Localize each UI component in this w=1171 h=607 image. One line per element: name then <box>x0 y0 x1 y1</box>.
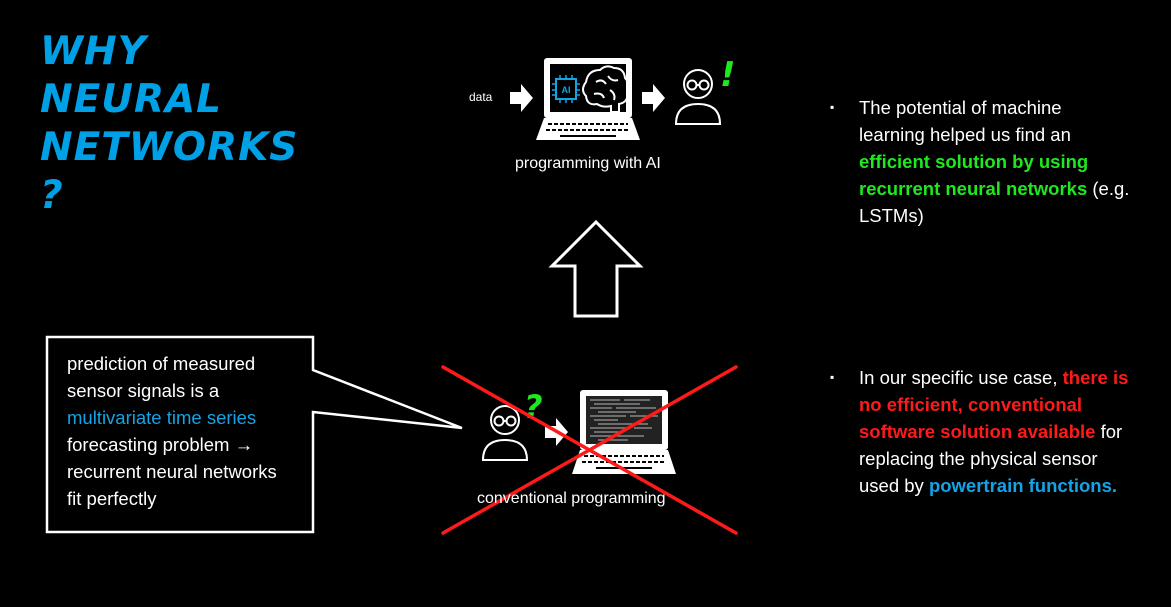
callout-line: fit perfectly <box>67 488 157 509</box>
bullet-text-start: In our specific use case, <box>859 367 1058 388</box>
title-line: NEURAL <box>40 77 223 122</box>
arrow-right-icon <box>642 84 665 112</box>
callout-text: prediction of measured sensor signals is… <box>67 350 317 512</box>
up-arrow-icon <box>548 219 644 318</box>
bullet-highlight: there is no efficient, conventional soft… <box>859 367 1129 442</box>
ai-programming-caption: programming with AI <box>515 155 661 172</box>
callout-line: prediction of measured <box>67 353 256 374</box>
callout-line: forecasting problem → <box>67 434 254 455</box>
bullet-marker: ▪ <box>830 100 835 114</box>
person-with-glasses-icon <box>674 69 722 125</box>
bullet-item: ▪ In our specific use case, there is no … <box>830 364 1130 499</box>
callout-line: recurrent neural networks <box>67 461 277 482</box>
data-input-label: data <box>469 90 493 104</box>
bullet-text-start: The potential of machine learning helped… <box>859 97 1071 145</box>
title-line: WHY <box>40 29 147 74</box>
title-line: NETWORKS <box>40 125 299 170</box>
bullet-highlight-blue: powertrain functions. <box>928 475 1118 496</box>
ai-chip-icon: AI <box>552 75 580 103</box>
person-with-glasses-icon <box>481 405 529 461</box>
brain-icon <box>582 65 630 113</box>
conventional-programming-caption: conventional programming <box>477 490 666 507</box>
title-line: ? <box>40 173 64 218</box>
bullet-highlight: efficient solution by using recurrent ne… <box>859 151 1089 199</box>
bullet-text: In our specific use case, there is no ef… <box>859 364 1130 499</box>
bullet-text-mid: for replacing the physical sensor used b… <box>859 421 1123 496</box>
bullet-text-end: (e.g. LSTMs) <box>859 178 1130 226</box>
callout-line: sensor signals is a <box>67 380 220 401</box>
arrow-right-icon <box>510 84 533 112</box>
chip-label: AI <box>562 85 571 95</box>
callout-highlight: multivariate time series <box>67 407 257 428</box>
laptop-icon <box>536 58 640 140</box>
slide-title: WHY NEURAL NETWORKS ? <box>40 28 298 220</box>
red-cross-icon <box>441 365 738 535</box>
speech-callout <box>45 335 463 534</box>
bullet-text: The potential of machine learning helped… <box>859 94 1130 229</box>
bullet-marker: ▪ <box>830 370 835 384</box>
bullet-item: ▪ The potential of machine learning help… <box>830 94 1130 229</box>
exclamation-mark: ! <box>720 55 736 95</box>
